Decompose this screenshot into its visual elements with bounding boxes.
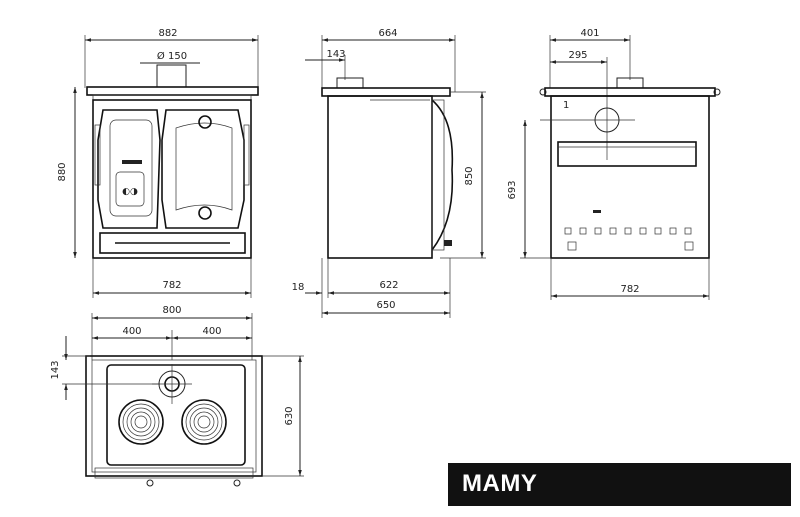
dim-side-depth-total: 650 [376, 300, 395, 311]
dim-front-height: 880 [57, 162, 68, 181]
side-cooktop [321, 87, 451, 97]
ash-drawer [99, 232, 246, 254]
dim-top-half-left: 400 [122, 326, 141, 337]
dim-side-flue-offset: 143 [326, 49, 345, 60]
dim-front-projection: 18 [292, 282, 305, 293]
rear-cooktop [544, 87, 716, 97]
oven-door [161, 109, 245, 229]
right-hob-ring [181, 399, 227, 445]
left-hinge [94, 124, 101, 186]
side-view: 664 143 850 18 622 650 [292, 28, 486, 318]
dim-side-depth-top: 664 [378, 28, 397, 39]
dim-flue-diameter: Ø 150 [157, 50, 187, 62]
stove-body [92, 99, 252, 259]
product-title: MAMY [462, 470, 538, 497]
oven-window [175, 122, 233, 211]
air-control-panel [115, 171, 145, 207]
rear-marker: 1 [563, 100, 569, 111]
air-control-symbol: ◐◑ [122, 187, 138, 197]
dim-side-depth-body: 622 [379, 280, 398, 291]
side-door-profile [431, 99, 454, 251]
front-view: 882 Ø 150 ◐◑ 880 782 [57, 28, 259, 298]
right-hinge [243, 124, 250, 186]
side-knob [444, 240, 452, 246]
thermometer-icon [198, 115, 212, 129]
rear-left-rail-end [539, 88, 547, 96]
dim-rear-flue-center: 401 [580, 28, 599, 39]
dim-side-height: 850 [464, 166, 475, 185]
dim-front-width-body: 782 [162, 280, 181, 291]
top-front-rail [94, 467, 254, 479]
top-knob-right [233, 479, 241, 487]
dim-top-flue-offset: 143 [50, 360, 61, 379]
top-outline [85, 355, 263, 477]
rear-right-rail-end [713, 88, 721, 96]
top-cooking-plate [106, 364, 246, 466]
top-view: 800 400 400 143 [50, 305, 304, 487]
rear-panel [557, 141, 697, 167]
flue-pipe [156, 64, 187, 88]
dim-top-half-right: 400 [202, 326, 221, 337]
cooktop-plate [86, 86, 259, 96]
dim-top-width: 800 [162, 305, 181, 316]
door-handle [122, 160, 142, 164]
rear-vent-row [564, 227, 694, 251]
dim-rear-flue-height: 693 [507, 180, 518, 199]
dim-front-width-top: 882 [158, 28, 177, 39]
left-hob-ring [118, 399, 164, 445]
firebox-window [109, 119, 153, 217]
top-rail [91, 359, 257, 473]
dim-rear-flue-left: 295 [568, 50, 587, 61]
side-body [327, 95, 433, 259]
dim-rear-width: 782 [620, 284, 639, 295]
dim-top-depth: 630 [284, 406, 295, 425]
rear-slot [593, 210, 601, 213]
side-door-frame [431, 99, 445, 251]
oven-knob-icon [198, 206, 212, 220]
firebox-door [97, 109, 161, 229]
rear-view: 401 295 1 693 [507, 28, 721, 300]
title-banner [448, 463, 791, 506]
top-knob-left [146, 479, 154, 487]
rear-body [550, 95, 710, 259]
side-flue-pipe [336, 77, 364, 89]
